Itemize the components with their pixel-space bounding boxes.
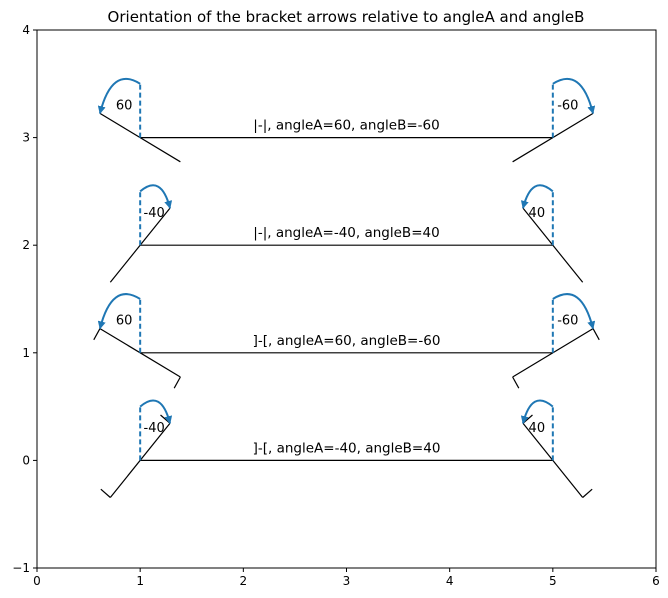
row-label: |-|, angleA=-40, angleB=40	[253, 225, 439, 241]
angle-arrow-A	[97, 293, 141, 330]
y-tick-label: 4	[22, 23, 30, 37]
angle-label-B: 40	[529, 421, 546, 436]
chart-title: Orientation of the bracket arrows relati…	[108, 8, 585, 26]
bracket-hook-B	[512, 376, 520, 389]
angle-arrow-A	[97, 78, 141, 115]
bracket-hook-B	[582, 488, 593, 498]
x-tick-label: 1	[136, 574, 144, 588]
plot-area: 60 -60 |-|, angleA=60, angleB=-60 -40 40 |-|,…	[93, 78, 600, 498]
angle-arrow-B	[520, 399, 554, 425]
x-tick-label: 4	[446, 574, 454, 588]
bracket-row: 60 -60 |-|, angleA=60, angleB=-60	[97, 78, 596, 163]
x-tick-label: 6	[652, 574, 660, 588]
angle-label-A: 60	[116, 98, 133, 113]
angle-arrow-A	[139, 399, 173, 425]
bracket-bar-A	[109, 422, 171, 498]
angle-label-B: -60	[557, 314, 578, 329]
row-label: ]-[, angleA=-40, angleB=40	[253, 440, 441, 456]
bracket-bar-B	[522, 422, 584, 498]
bracket-row: -40 40 ]-[, angleA=-40, angleB=40	[100, 399, 593, 498]
bracket-row: -40 40 |-|, angleA=-40, angleB=40	[109, 184, 584, 283]
x-tick-label: 3	[343, 574, 351, 588]
angle-arrow-B	[552, 78, 596, 115]
y-tick-label: 0	[22, 453, 30, 467]
x-tick-label: 5	[549, 574, 557, 588]
angle-label-B: 40	[529, 206, 546, 221]
angle-arrow-B	[520, 184, 554, 209]
bracket-hook-A	[173, 376, 181, 389]
x-tick-label: 0	[33, 574, 41, 588]
y-tick-label: 3	[22, 131, 30, 145]
row-label: ]-[, angleA=60, angleB=-60	[253, 333, 441, 349]
y-tick-label: 2	[22, 238, 30, 252]
x-tick-label: 2	[240, 574, 248, 588]
y-tick-label: −1	[12, 561, 30, 575]
angle-label-A: 60	[116, 314, 133, 329]
angle-label-A: -40	[144, 421, 165, 436]
angle-label-B: -60	[557, 98, 578, 113]
bracket-hook-B	[592, 328, 600, 341]
angle-arrow-A	[139, 184, 173, 209]
bracket-hook-A	[93, 328, 101, 341]
bracket-row: 60 -60 ]-[, angleA=60, angleB=-60	[93, 293, 600, 389]
row-label: |-|, angleA=60, angleB=-60	[253, 118, 439, 134]
angle-label-A: -40	[144, 206, 165, 221]
bracket-hook-A	[100, 488, 111, 498]
y-tick-label: 1	[22, 346, 30, 360]
angle-arrow-B	[552, 293, 596, 330]
